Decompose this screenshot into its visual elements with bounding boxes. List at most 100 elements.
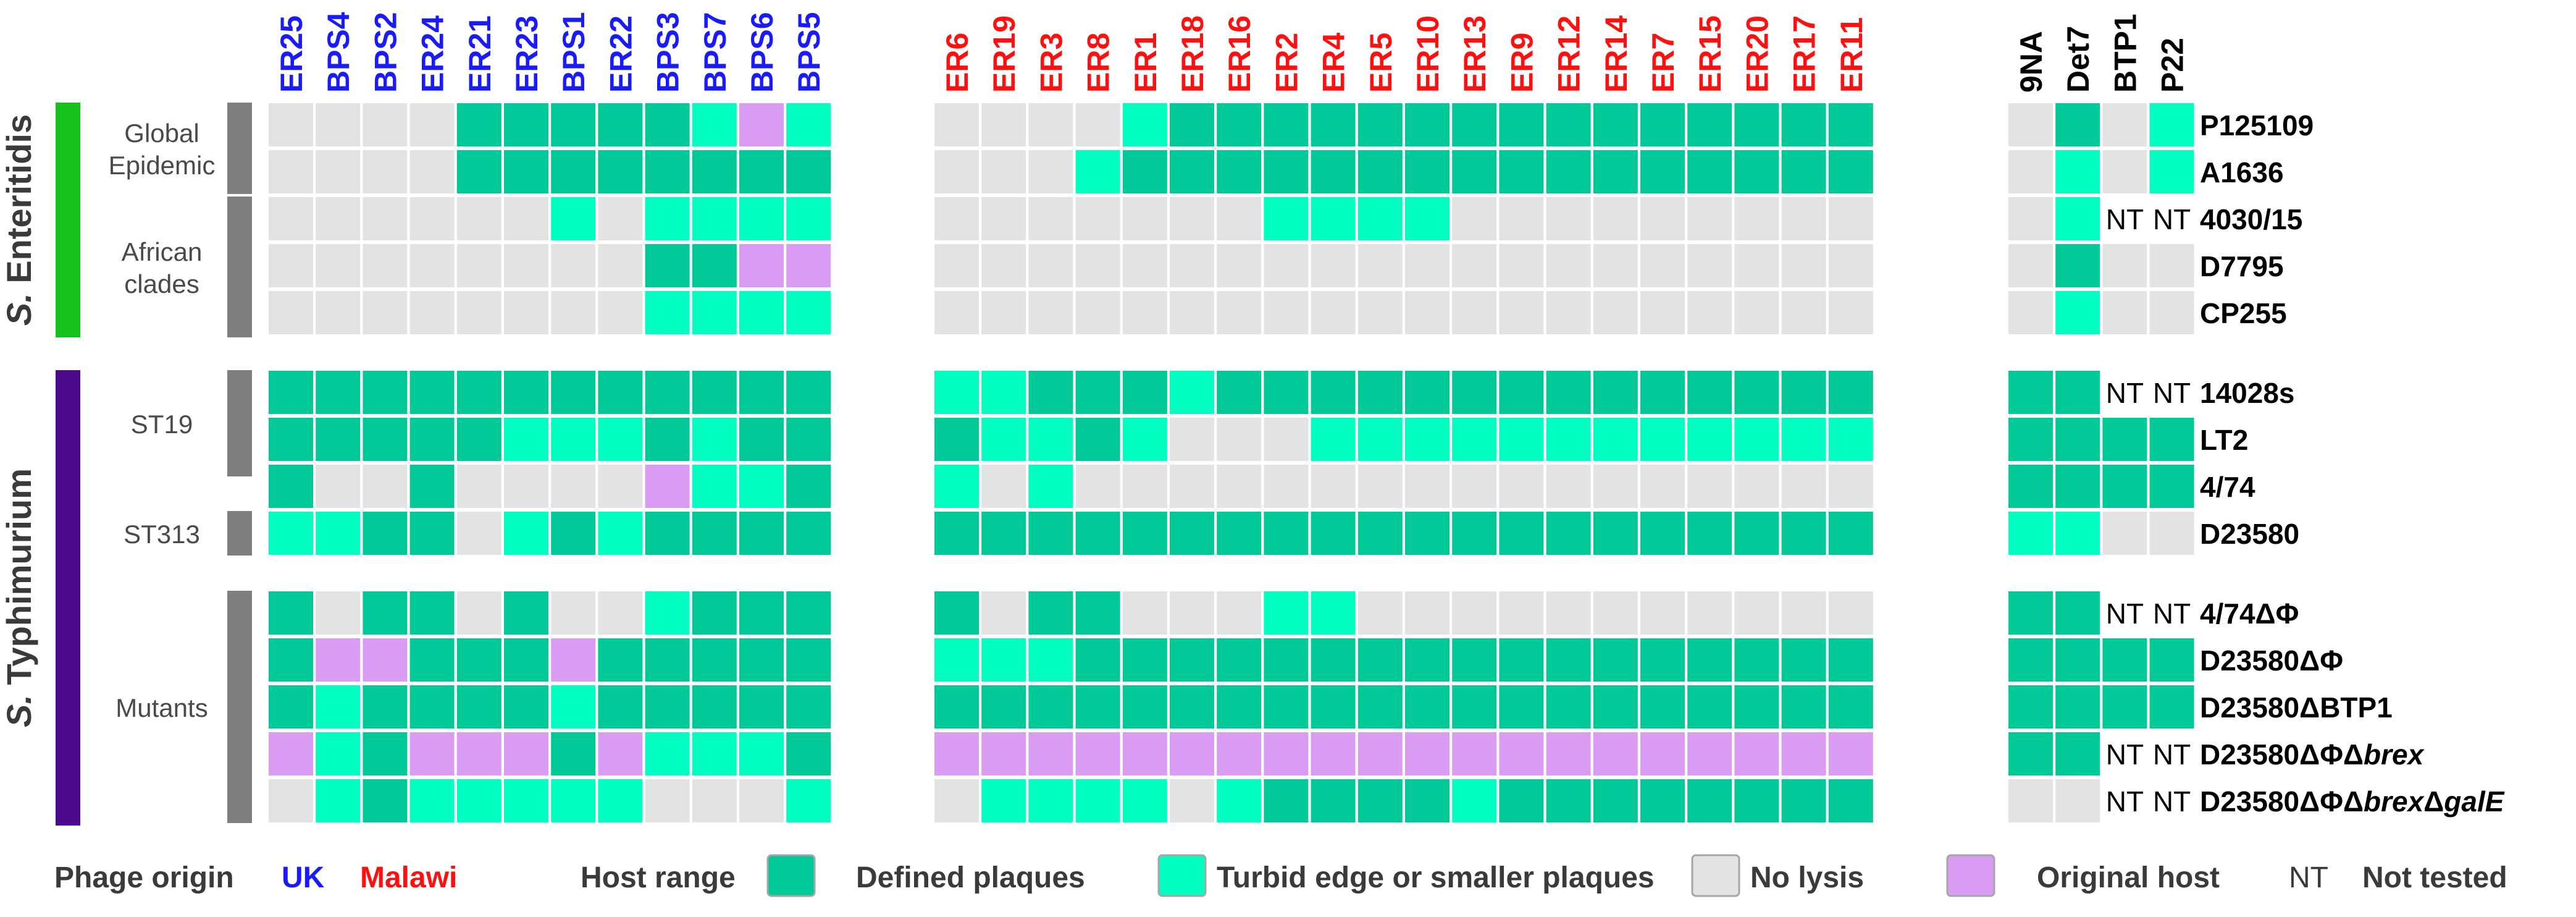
cell-r1-er17 bbox=[1780, 149, 1827, 195]
cell-r4-er16 bbox=[1215, 290, 1263, 336]
cell-r9-er7 bbox=[1639, 590, 1686, 636]
cell-r5-er21 bbox=[455, 370, 503, 415]
serovar-genus: S. bbox=[0, 284, 38, 326]
cell-r2-er18 bbox=[1168, 196, 1215, 242]
row-label-main: CP255 bbox=[2200, 297, 2287, 329]
cell-r4-bps6 bbox=[738, 290, 785, 336]
column-label-er8: ER8 bbox=[1081, 33, 1116, 93]
cell-r13-er22 bbox=[597, 778, 644, 824]
cell-r7-er4 bbox=[1309, 463, 1357, 509]
cell-r0-er9 bbox=[1498, 102, 1545, 148]
row-label: D23580ΔΦΔbrexΔgalE bbox=[2200, 785, 2505, 818]
cell-r9-er12 bbox=[1545, 590, 1592, 636]
cell-r3-er18 bbox=[1168, 243, 1215, 289]
cell-r4-p22 bbox=[2148, 290, 2196, 336]
cell-r7-er1 bbox=[1121, 463, 1168, 509]
cell-r4-er3 bbox=[1027, 290, 1075, 336]
cell-r9-er5 bbox=[1356, 590, 1404, 636]
cell-r2-er2 bbox=[1262, 196, 1310, 242]
cell-r1-er16 bbox=[1215, 149, 1263, 195]
row-label-main: 4030/15 bbox=[2200, 203, 2302, 235]
column-label-er22: ER22 bbox=[603, 15, 638, 93]
cell-r0-bps5 bbox=[785, 102, 833, 148]
group-bar bbox=[227, 103, 252, 194]
row-label-main: D23580ΔΦ bbox=[2200, 644, 2343, 677]
legend-swatch-o bbox=[1946, 854, 1995, 897]
cell-r11-er21 bbox=[455, 684, 503, 730]
cell-r11-er5 bbox=[1356, 684, 1404, 730]
cell-r12-er14 bbox=[1592, 731, 1639, 777]
legend-swatch-d bbox=[766, 854, 816, 897]
cell-r13-er20 bbox=[1733, 778, 1781, 824]
cell-r7-er10 bbox=[1404, 463, 1451, 509]
row-label: A1636 bbox=[2200, 156, 2284, 188]
cell-r8-bps6 bbox=[738, 510, 785, 556]
row-label-main: D23580 bbox=[2200, 518, 2299, 550]
cell-r10-er13 bbox=[1451, 637, 1498, 683]
cell-r11-det7 bbox=[2054, 684, 2102, 730]
cell-r4-er6 bbox=[933, 290, 980, 336]
cell-r10-er9 bbox=[1498, 637, 1545, 683]
cell-r5-er16 bbox=[1215, 370, 1263, 415]
cell-r3-er3 bbox=[1027, 243, 1075, 289]
cell-r8-9na bbox=[2007, 510, 2054, 556]
cell-r6-er15 bbox=[1686, 416, 1734, 462]
cell-r3-er17 bbox=[1780, 243, 1827, 289]
row-label: 4030/15 bbox=[2200, 203, 2302, 235]
cell-r1-det7 bbox=[2054, 149, 2102, 195]
cell-r0-9na bbox=[2007, 102, 2054, 148]
cell-r12-er21 bbox=[455, 731, 503, 777]
cell-r13-bps5 bbox=[785, 778, 833, 824]
cell-r13-bps1 bbox=[550, 778, 597, 824]
cell-r10-er12 bbox=[1545, 637, 1592, 683]
cell-r8-er8 bbox=[1074, 510, 1122, 556]
nt-cell-r12-p22: NT bbox=[2153, 738, 2191, 771]
nt-cell-r13-p22: NT bbox=[2153, 785, 2191, 818]
cell-r8-bps5 bbox=[785, 510, 833, 556]
cell-r8-er1 bbox=[1121, 510, 1168, 556]
cell-r12-er3 bbox=[1027, 731, 1075, 777]
cell-r9-er6 bbox=[933, 590, 980, 636]
cell-r4-er11 bbox=[1827, 290, 1874, 336]
cell-r3-er1 bbox=[1121, 243, 1168, 289]
cell-r3-er8 bbox=[1074, 243, 1122, 289]
cell-r13-er4 bbox=[1309, 778, 1357, 824]
cell-r12-er4 bbox=[1309, 731, 1357, 777]
cell-r7-bps7 bbox=[690, 463, 738, 509]
cell-r1-er9 bbox=[1498, 149, 1545, 195]
cell-r3-bps3 bbox=[644, 243, 691, 289]
cell-r4-det7 bbox=[2054, 290, 2102, 336]
cell-r8-er3 bbox=[1027, 510, 1075, 556]
cell-r1-er24 bbox=[408, 149, 456, 195]
cell-r0-er25 bbox=[267, 102, 314, 148]
cell-r10-er23 bbox=[503, 637, 550, 683]
cell-r12-bps4 bbox=[314, 731, 362, 777]
cell-r4-er15 bbox=[1686, 290, 1734, 336]
cell-r1-er19 bbox=[980, 149, 1028, 195]
cell-r13-er6 bbox=[933, 778, 980, 824]
column-label-er5: ER5 bbox=[1364, 33, 1398, 93]
cell-r11-bps2 bbox=[361, 684, 409, 730]
cell-r10-er11 bbox=[1827, 637, 1874, 683]
cell-r12-er5 bbox=[1356, 731, 1404, 777]
cell-r5-er2 bbox=[1262, 370, 1310, 415]
cell-r9-er18 bbox=[1168, 590, 1215, 636]
cell-r12-er17 bbox=[1780, 731, 1827, 777]
row-label-main: 14028s bbox=[2200, 377, 2295, 409]
cell-r9-er3 bbox=[1027, 590, 1075, 636]
cell-r3-er7 bbox=[1639, 243, 1686, 289]
cell-r0-er16 bbox=[1215, 102, 1263, 148]
cell-r2-er14 bbox=[1592, 196, 1639, 242]
column-label-bps5: BPS5 bbox=[792, 12, 826, 93]
nt-cell-r2-p22: NT bbox=[2153, 203, 2191, 235]
cell-r4-er7 bbox=[1639, 290, 1686, 336]
cell-r8-er10 bbox=[1404, 510, 1451, 556]
cell-r11-er14 bbox=[1592, 684, 1639, 730]
cell-r1-bps5 bbox=[785, 149, 833, 195]
group-bar bbox=[227, 591, 252, 823]
cell-r6-er19 bbox=[980, 416, 1028, 462]
row-label-italic2: galE bbox=[2443, 785, 2504, 818]
cell-r1-er8 bbox=[1074, 149, 1122, 195]
cell-r8-er2 bbox=[1262, 510, 1310, 556]
